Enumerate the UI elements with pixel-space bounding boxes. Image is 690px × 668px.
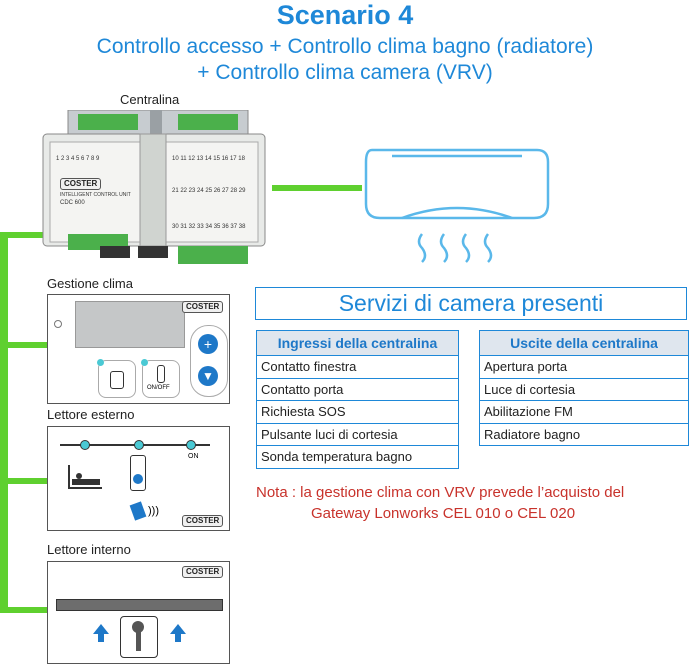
svg-text:30 31 32 33 34 35 36 37 38: 30 31 32 33 34 35 36 37 38 [172, 224, 246, 230]
climate-led-icon [54, 320, 62, 328]
central-unit-label: Centralina [120, 92, 180, 107]
central-unit-desc: INTELLIGENT CONTROL UNIT [60, 192, 131, 198]
input-item: Richiesta SOS [256, 400, 459, 424]
thermometer-icon [157, 365, 165, 383]
svg-text:21 22 23 24 25 26 27 28 29: 21 22 23 24 25 26 27 28 29 [172, 188, 246, 194]
climate-brand-logo: COSTER [182, 301, 224, 313]
bus-wire-vertical [0, 232, 8, 612]
note-line1: Nota : la gestione clima con VRV prevede… [256, 484, 625, 501]
climate-control-panel: COSTER + ▼ ON/OFF [47, 294, 230, 404]
internal-reader-brand-logo: COSTER [182, 566, 224, 578]
table-row: Richiesta SOS [256, 400, 459, 424]
climate-panel-label: Gestione clima [47, 276, 133, 291]
external-card-reader: ON ))) COSTER [47, 426, 230, 531]
card-slot[interactable] [56, 599, 223, 611]
output-item: Radiatore bagno [479, 422, 689, 446]
bus-wire-to-internal-reader [0, 607, 48, 613]
temperature-down-icon[interactable]: ▼ [198, 366, 218, 386]
input-item: Pulsante luci di cortesia [256, 422, 459, 446]
table-row: Contatto finestra [256, 355, 459, 379]
internal-card-reader: COSTER [47, 561, 230, 664]
climate-setpoint-rocker[interactable]: + ▼ [190, 325, 228, 397]
table-row: Apertura porta [479, 355, 689, 379]
inputs-table: Ingressi della centralina Contatto fines… [256, 330, 459, 469]
outputs-table: Uscite della centralina Apertura porta L… [479, 330, 689, 446]
onoff-label: ON/OFF [147, 385, 170, 391]
door-hanger-icon [130, 455, 146, 491]
central-unit-drawing: 1 2 3 4 5 6 7 8 9 10 11 12 13 14 15 16 1… [42, 109, 266, 264]
output-item: Luce di cortesia [479, 377, 689, 401]
input-item: Contatto porta [256, 377, 459, 401]
central-brand-logo: COSTER [60, 178, 102, 190]
bed-icon [68, 465, 102, 489]
inputs-header: Ingressi della centralina [256, 330, 459, 356]
vrv-note: Nota : la gestione clima con VRV prevede… [256, 482, 686, 524]
climate-display [75, 301, 185, 348]
note-line2: Gateway Lonworks CEL 010 o CEL 020 [311, 505, 576, 522]
table-row: Contatto porta [256, 377, 459, 401]
external-reader-label: Lettore esterno [47, 407, 135, 422]
bus-wire-to-climate [0, 342, 48, 348]
table-row: Radiatore bagno [479, 422, 689, 446]
table-row: Luce di cortesia [479, 377, 689, 401]
arrow-up-left-icon [93, 624, 109, 634]
bus-wire-to-central [0, 232, 48, 238]
arrow-up-right-icon [170, 624, 186, 634]
input-item: Contatto finestra [256, 355, 459, 379]
on-led-icon [186, 440, 196, 450]
bus-wire-to-external-reader [0, 478, 48, 484]
output-item: Apertura porta [479, 355, 689, 379]
outputs-header: Uscite della centralina [479, 330, 689, 356]
do-not-disturb-button[interactable] [97, 359, 136, 398]
contactless-icon: ))) [148, 505, 159, 517]
key-icon [120, 616, 158, 658]
central-unit-model: CDC 600 [60, 200, 85, 206]
occupied-led-icon [80, 440, 90, 450]
vrv-unit-drawing [364, 148, 550, 263]
services-title: Servizi di camera presenti [255, 287, 687, 320]
onoff-button[interactable]: ON/OFF [141, 359, 180, 398]
dnd-led-icon [134, 440, 144, 450]
input-item: Sonda temperatura bagno [256, 445, 459, 469]
internal-reader-label: Lettore interno [47, 542, 131, 557]
temperature-up-icon[interactable]: + [198, 334, 218, 354]
table-row: Abilitazione FM [479, 400, 689, 424]
external-reader-brand-logo: COSTER [182, 515, 224, 527]
scenario-subtitle-line2: + Controllo clima camera (VRV) [197, 61, 493, 84]
on-label: ON [188, 453, 199, 460]
bus-wire-to-vrv [272, 185, 362, 191]
central-unit: 1 2 3 4 5 6 7 8 9 10 11 12 13 14 15 16 1… [38, 109, 270, 270]
vrv-indoor-unit [362, 142, 552, 272]
svg-text:1 2 3 4 5 6 7 8 9: 1 2 3 4 5 6 7 8 9 [56, 156, 100, 162]
onoff-led-icon [141, 359, 148, 366]
door-hanger-icon [110, 371, 124, 389]
table-row: Sonda temperatura bagno [256, 445, 459, 469]
table-row: Pulsante luci di cortesia [256, 422, 459, 446]
scenario-title: Scenario 4 [276, 0, 414, 30]
output-item: Abilitazione FM [479, 400, 689, 424]
scenario-subtitle-line1: Controllo accesso + Controllo clima bagn… [96, 35, 594, 58]
dnd-led-icon [97, 359, 104, 366]
card-icon [129, 501, 147, 521]
svg-text:10 11 12 13 14 15 16 17 18: 10 11 12 13 14 15 16 17 18 [172, 156, 246, 162]
